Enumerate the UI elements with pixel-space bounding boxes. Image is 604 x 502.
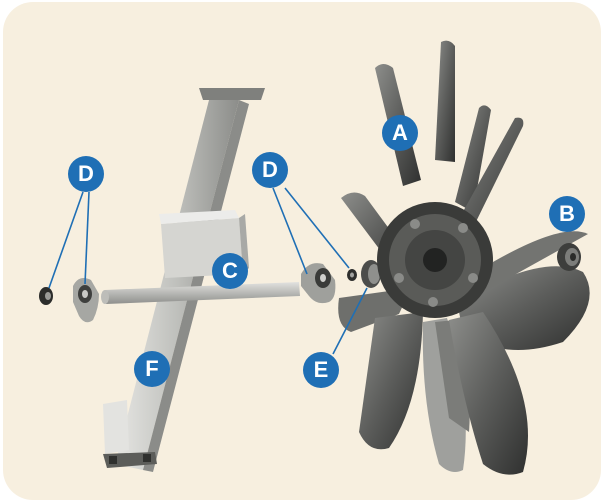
end-nut [557, 243, 581, 271]
leader-d-right-1 [272, 187, 308, 275]
hub-collar [361, 260, 381, 288]
leader-d-left-1 [48, 191, 84, 289]
left-bearing [39, 278, 99, 323]
badge-b: B [549, 196, 585, 232]
leader-d-right-2 [284, 187, 350, 269]
exploded-fan-illustration [39, 40, 590, 475]
right-bearing [301, 263, 357, 304]
badge-d-left: D [68, 156, 104, 192]
badge-a: A [382, 115, 418, 151]
leader-d-left-2 [84, 191, 90, 285]
badge-d-right: D [252, 152, 288, 188]
diagram-panel: A B C D D E F [3, 2, 601, 500]
badge-f: F [134, 351, 170, 387]
badge-e: E [303, 352, 339, 388]
fan-rotor [338, 40, 590, 475]
fan-shaft [101, 282, 300, 304]
leader-lines [48, 187, 368, 355]
leader-e [332, 287, 368, 355]
badge-c: C [212, 253, 248, 289]
